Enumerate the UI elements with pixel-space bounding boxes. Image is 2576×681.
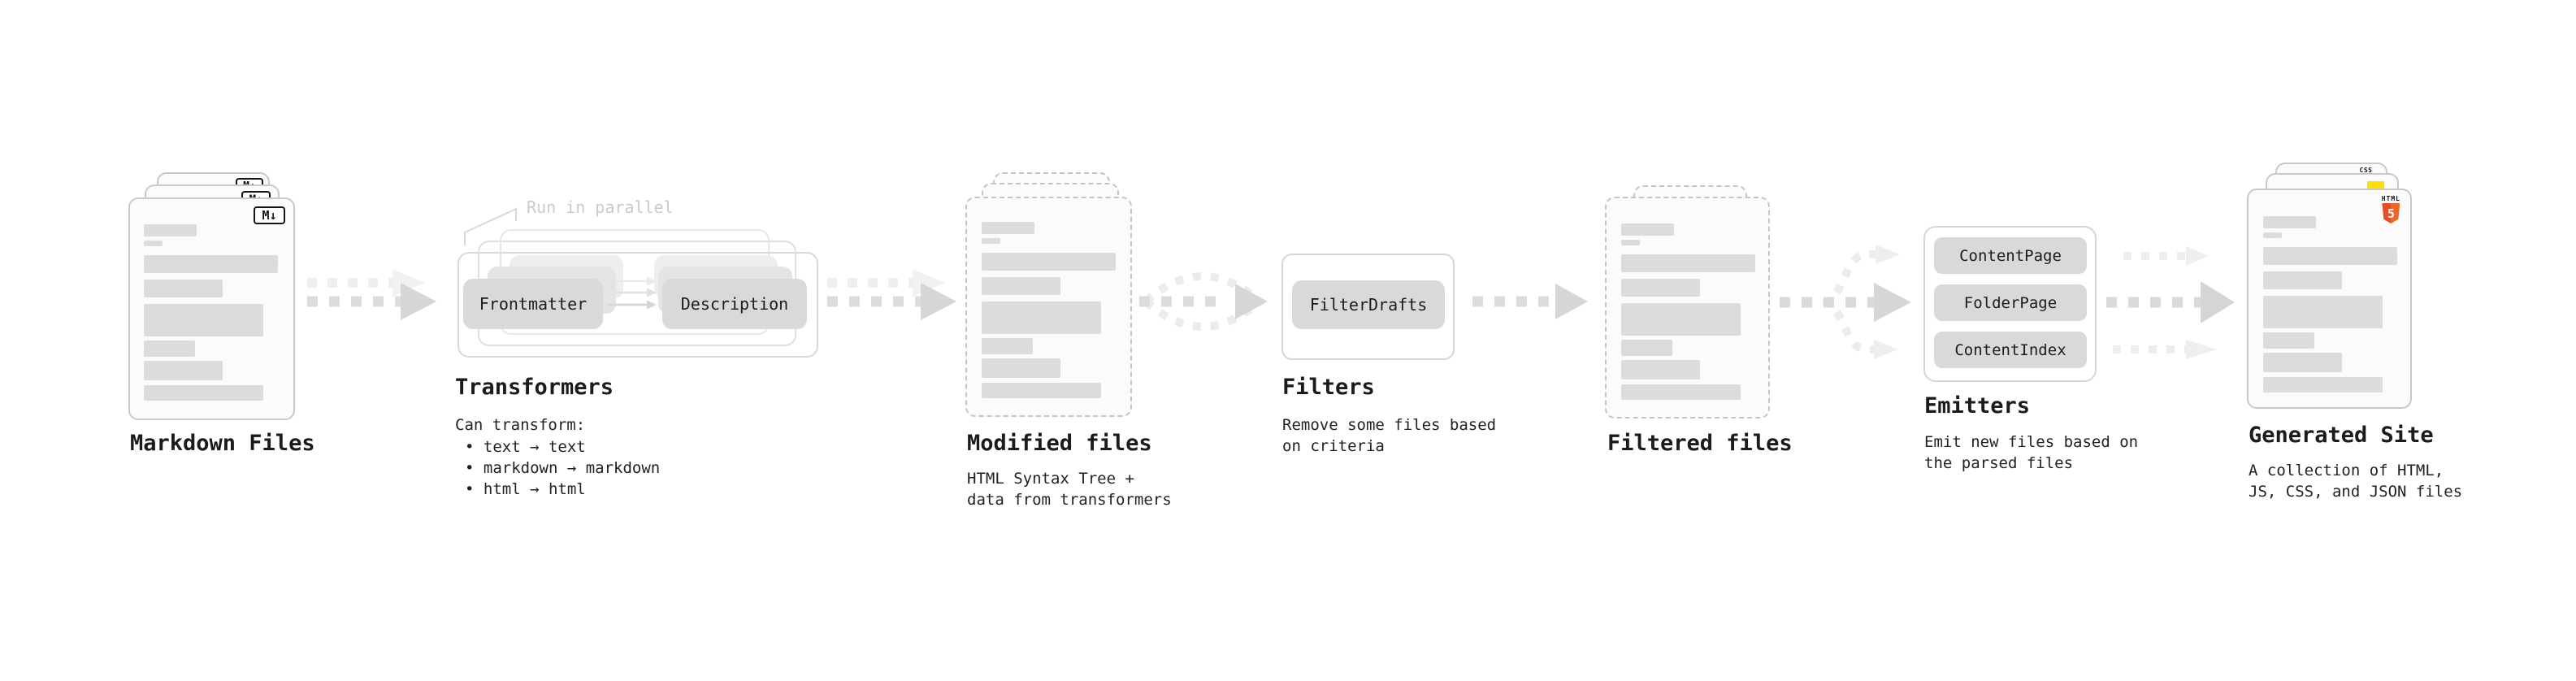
modified-files-stack bbox=[965, 172, 1132, 418]
file-card: M↓ bbox=[128, 197, 295, 420]
text-line-placeholder bbox=[2263, 332, 2314, 349]
transformer-inner-arrows bbox=[608, 276, 657, 310]
css-icon-label: CSS bbox=[2359, 167, 2373, 174]
text-line-placeholder bbox=[144, 385, 263, 401]
text-line-placeholder bbox=[982, 338, 1033, 354]
file-card-dashed bbox=[965, 197, 1132, 417]
text-line-placeholder bbox=[982, 358, 1060, 378]
stage-label-filtered-files: Filtered files bbox=[1607, 431, 1793, 456]
description-line: Remove some files based bbox=[1282, 416, 1497, 434]
text-line-placeholder bbox=[1621, 279, 1700, 297]
transformer-pill-frontmatter: Frontmatter bbox=[463, 279, 603, 329]
text-line-placeholder bbox=[1621, 340, 1672, 356]
text-line-placeholder bbox=[144, 224, 197, 236]
generated-site-stack: CSS HTML 5 bbox=[2247, 163, 2412, 409]
text-line-placeholder bbox=[144, 280, 223, 297]
note-connector-line bbox=[464, 207, 517, 245]
html5-icon-label: HTML bbox=[2381, 195, 2400, 202]
description-line: Emit new files based on bbox=[1924, 433, 2139, 451]
text-line-placeholder bbox=[2263, 232, 2282, 238]
text-line-placeholder bbox=[2263, 353, 2342, 372]
document-text-placeholder bbox=[982, 222, 1116, 398]
text-line-placeholder bbox=[1621, 384, 1741, 400]
emitter-pill-folderpage: FolderPage bbox=[1934, 284, 2087, 321]
text-line-placeholder bbox=[1621, 360, 1700, 380]
text-line-placeholder bbox=[982, 253, 1116, 271]
bullet-item: • text → text bbox=[465, 438, 586, 456]
filters-description: Remove some files based on criteria bbox=[1282, 414, 1496, 457]
emitter-pill-contentindex: ContentIndex bbox=[1934, 332, 2087, 368]
flow-arrow-emitters-to-site bbox=[2106, 246, 2235, 359]
document-text-placeholder bbox=[144, 224, 278, 401]
text-line-placeholder bbox=[144, 304, 263, 336]
modified-files-description: HTML Syntax Tree + data from transformer… bbox=[967, 468, 1172, 510]
markdown-files-stack: M↓ M↓ M↓ bbox=[128, 172, 295, 420]
description-line: A collection of HTML, bbox=[2249, 462, 2444, 479]
flow-arrow-filtered-to-emitters bbox=[1780, 245, 1911, 359]
transformer-pill-description: Description bbox=[662, 279, 807, 329]
markdown-icon: M↓ bbox=[254, 206, 285, 224]
flow-arrow-modified-to-filters bbox=[1139, 272, 1268, 331]
bullet-item: • html → html bbox=[465, 480, 586, 498]
file-card-dashed bbox=[1605, 197, 1770, 419]
filter-pill-filterdrafts: FilterDrafts bbox=[1292, 280, 1445, 329]
file-card-html: HTML 5 bbox=[2247, 189, 2412, 409]
run-in-parallel-note: Run in parallel bbox=[527, 197, 674, 217]
text-line-placeholder bbox=[1621, 303, 1741, 336]
html5-icon: HTML 5 bbox=[2382, 195, 2400, 223]
text-line-placeholder bbox=[982, 222, 1034, 234]
transformer-layer-box bbox=[458, 252, 818, 358]
description-line: HTML Syntax Tree + bbox=[967, 470, 1134, 488]
description-line: on criteria bbox=[1282, 437, 1385, 455]
text-line-placeholder bbox=[144, 255, 278, 273]
text-line-placeholder bbox=[2263, 271, 2342, 289]
text-line-placeholder bbox=[2263, 296, 2383, 328]
text-line-placeholder bbox=[2263, 216, 2316, 228]
description-line: the parsed files bbox=[1924, 454, 2074, 472]
text-line-placeholder bbox=[1621, 240, 1640, 245]
emitters-description: Emit new files based on the parsed files bbox=[1924, 432, 2138, 474]
document-text-placeholder bbox=[1621, 223, 1755, 400]
emitter-pill-contentpage: ContentPage bbox=[1934, 237, 2087, 274]
text-line-placeholder bbox=[2263, 247, 2397, 265]
text-line-placeholder bbox=[1621, 254, 1755, 272]
text-line-placeholder bbox=[982, 238, 1000, 244]
stage-label-generated-site: Generated Site bbox=[2249, 423, 2434, 448]
stage-label-emitters: Emitters bbox=[1924, 393, 2031, 419]
generated-site-description: A collection of HTML, JS, CSS, and JSON … bbox=[2249, 460, 2462, 502]
flow-arrow-transformers-to-modified bbox=[827, 269, 956, 320]
stage-label-transformers: Transformers bbox=[455, 375, 614, 400]
stage-label-markdown-files: Markdown Files bbox=[130, 431, 315, 456]
text-line-placeholder bbox=[144, 361, 223, 380]
document-text-placeholder bbox=[2263, 216, 2397, 393]
text-line-placeholder bbox=[2263, 377, 2383, 393]
description-line: JS, CSS, and JSON files bbox=[2249, 483, 2463, 501]
text-line-placeholder bbox=[982, 301, 1101, 334]
transformers-bullet-list: • text → text • markdown → markdown • ht… bbox=[465, 436, 660, 500]
stage-label-modified-files: Modified files bbox=[967, 431, 1152, 456]
html5-shield: 5 bbox=[2382, 203, 2400, 223]
stage-label-filters: Filters bbox=[1282, 375, 1375, 400]
filtered-files-stack bbox=[1605, 185, 1770, 419]
text-line-placeholder bbox=[982, 383, 1101, 398]
bullet-item: • markdown → markdown bbox=[465, 459, 661, 477]
javascript-icon bbox=[2367, 181, 2384, 190]
text-line-placeholder bbox=[982, 277, 1060, 295]
text-line-placeholder bbox=[144, 340, 195, 357]
text-line-placeholder bbox=[1621, 223, 1674, 236]
flow-arrow-markdown-to-transformers bbox=[307, 269, 436, 320]
description-line: data from transformers bbox=[967, 491, 1172, 509]
transformers-subtitle: Can transform: bbox=[455, 416, 586, 434]
text-line-placeholder bbox=[144, 241, 163, 246]
flow-arrow-filters-to-filtered bbox=[1472, 284, 1588, 319]
